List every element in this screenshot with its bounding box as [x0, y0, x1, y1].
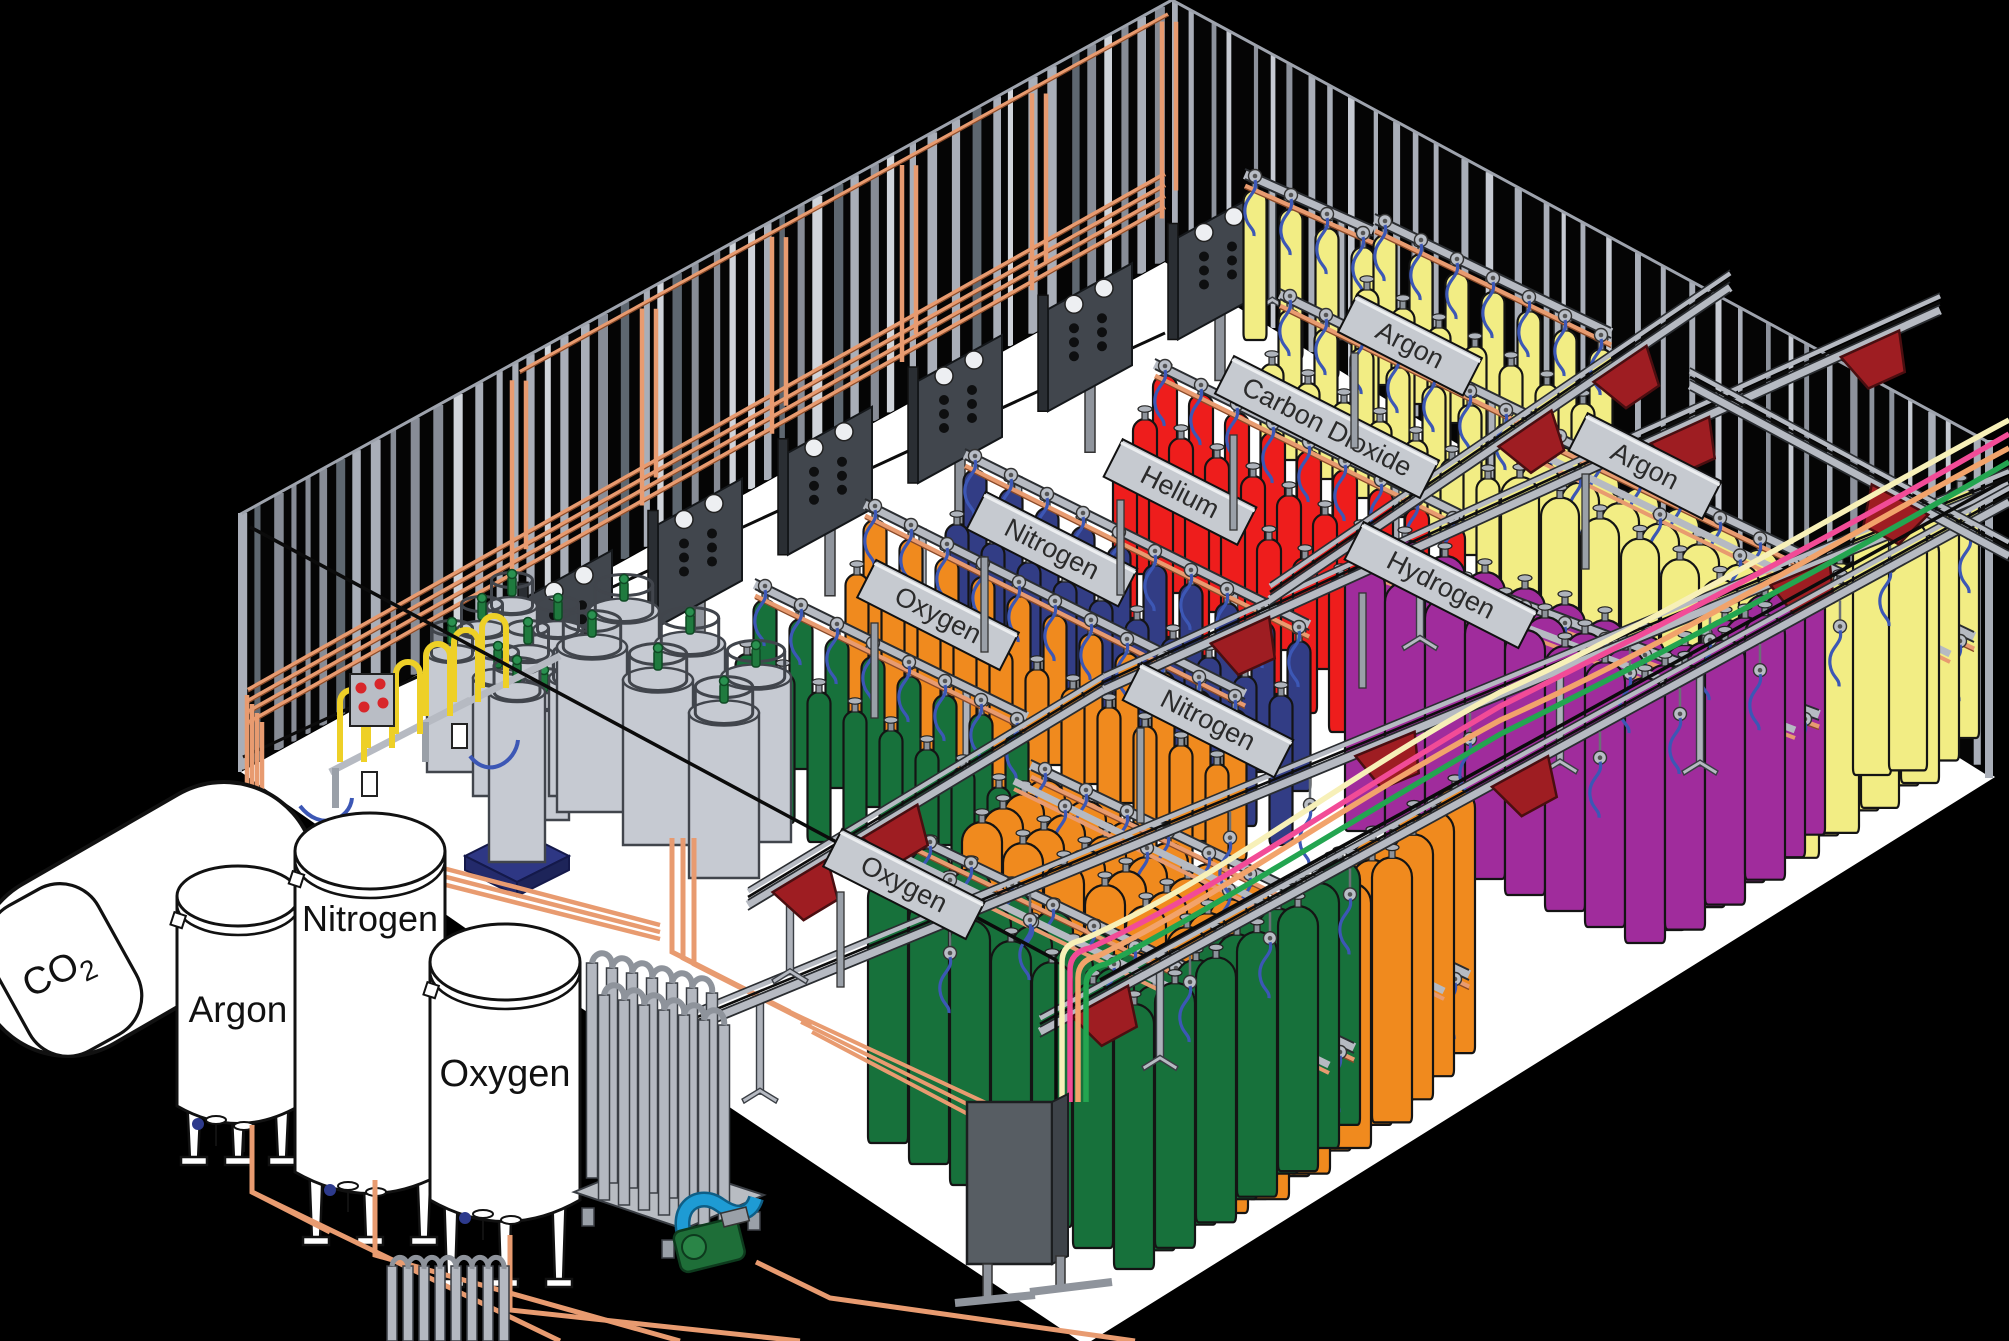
- svg-text:Nitrogen: Nitrogen: [302, 898, 438, 939]
- svg-text:Oxygen: Oxygen: [440, 1053, 571, 1095]
- svg-text:Argon: Argon: [189, 989, 288, 1030]
